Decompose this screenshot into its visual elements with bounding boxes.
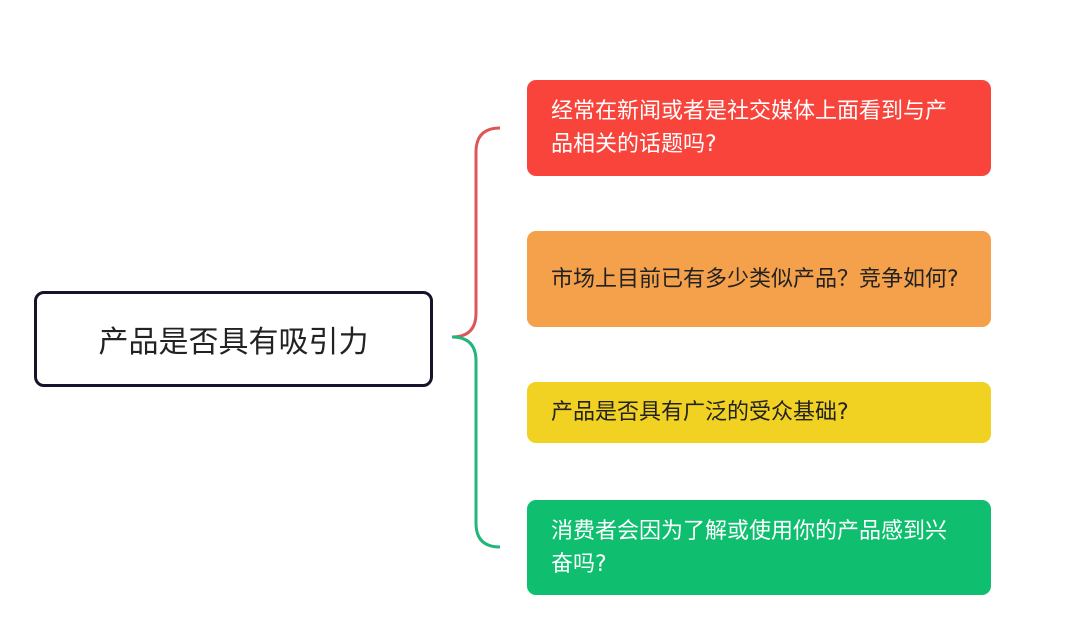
branch-topic-label: 市场上目前已有多少类似产品？竞争如何? [551,266,959,292]
branch-topic-4[interactable]: 消费者会因为了解或使用你的产品感到兴奋吗? [527,500,991,595]
branch-topic-label: 产品是否具有广泛的受众基础? [551,400,849,425]
branch-topic-3[interactable]: 产品是否具有广泛的受众基础? [527,382,991,443]
branch-topic-label: 消费者会因为了解或使用你的产品感到兴奋吗? [551,518,948,577]
branch-topic-label: 经常在新闻或者是社交媒体上面看到与产品相关的话题吗? [551,99,948,157]
connector-upper [451,126,501,339]
connector-lower [451,335,501,549]
branch-topic-2[interactable]: 市场上目前已有多少类似产品？竞争如何? [527,231,991,327]
branch-topic-1[interactable]: 经常在新闻或者是社交媒体上面看到与产品相关的话题吗? [527,80,991,176]
root-topic[interactable]: 产品是否具有吸引力 [34,291,433,387]
root-topic-label: 产品是否具有吸引力 [98,325,369,360]
